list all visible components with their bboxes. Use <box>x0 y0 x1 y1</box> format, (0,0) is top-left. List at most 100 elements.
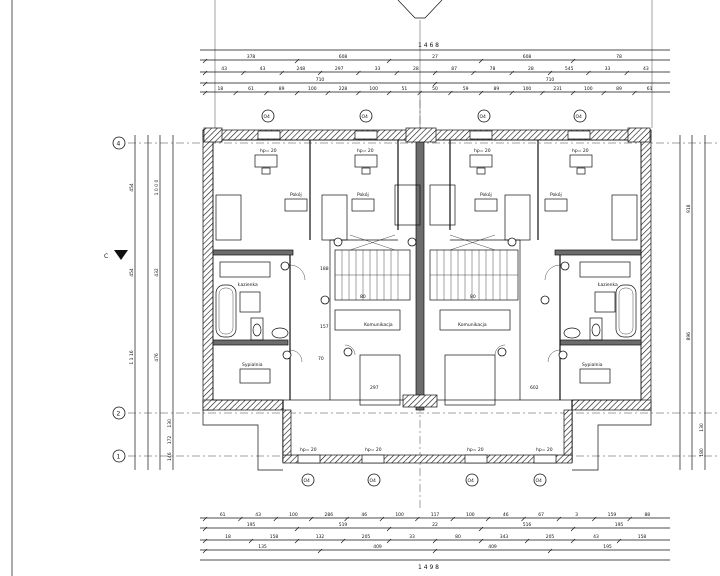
svg-text:O4: O4 <box>536 478 543 484</box>
dim-top-r2: 43 <box>643 66 649 72</box>
svg-text:hp= 20: hp= 20 <box>357 148 374 154</box>
dim-top-r4: 50 <box>432 86 438 92</box>
dimension-tick <box>415 516 420 522</box>
dim-top-r4: 100 <box>308 86 317 92</box>
top-dimension-chains: 1 4 6 8 <box>200 42 670 93</box>
window-tag-4: O4 <box>573 109 587 123</box>
dim-bottom-r3: 343 <box>500 534 509 540</box>
landing-boxes <box>334 309 511 406</box>
dim-bottom-r1: 88 <box>644 512 650 518</box>
dim-top-r4: 100 <box>523 86 532 92</box>
dim-bottom-r2: 195 <box>615 522 624 528</box>
dim-top-r1: 608 <box>523 54 532 60</box>
svg-text:O4: O4 <box>576 114 583 120</box>
dimension-tick <box>570 90 576 96</box>
dimension-tick <box>616 538 622 544</box>
dim-top-r2: 297 <box>335 66 344 72</box>
dimension-tick <box>478 526 484 532</box>
svg-text:O4: O4 <box>468 478 475 484</box>
interior-walls <box>212 140 642 400</box>
dim-top-r1: 608 <box>339 54 348 60</box>
dim-top-r4: 61 <box>647 86 653 92</box>
dim-bottom-r1: 46 <box>503 512 509 518</box>
dim-top-r4: 100 <box>369 86 378 92</box>
dim-bottom-r1: 100 <box>466 512 475 518</box>
bathroom-left <box>215 284 289 341</box>
dim-bottom-r3: 132 <box>316 534 325 540</box>
svg-text:70: 70 <box>318 356 324 362</box>
svg-text:hp= 20: hp= 20 <box>300 447 317 453</box>
dim-top-r4: 231 <box>553 86 562 92</box>
room-label-sypialnia-1: Sypialnia <box>242 362 263 368</box>
dim-bottom-r1: 46 <box>361 512 367 518</box>
dimension-tick <box>485 516 491 522</box>
dimension-tick <box>432 81 438 87</box>
svg-text:O4: O4 <box>362 114 369 120</box>
svg-text:O4: O4 <box>370 478 377 484</box>
dimension-tick <box>386 538 392 544</box>
dim-bottom-r3: 18 <box>225 534 231 540</box>
dimension-tick <box>356 70 361 76</box>
dimension-tick <box>202 526 208 532</box>
dim-top-r2: 28 <box>528 66 534 72</box>
dimension-tick <box>386 58 392 64</box>
svg-text:O4: O4 <box>304 478 311 484</box>
dimension-tick <box>524 538 530 544</box>
dimension-tick <box>317 70 323 76</box>
dim-right: 896 <box>686 332 692 341</box>
svg-text:hp= 20: hp= 20 <box>467 447 484 453</box>
dimension-tick <box>624 70 629 76</box>
window-tag-3: O4 <box>477 109 491 123</box>
dim-left-b: 476 <box>154 353 160 362</box>
dimension-tick <box>202 81 208 87</box>
windows-top <box>257 130 591 140</box>
dim-top-r3: 710 <box>546 77 555 83</box>
svg-text:O4: O4 <box>264 114 271 120</box>
dimension-tick <box>241 70 246 76</box>
axis-bubble-4: 4 <box>112 136 126 150</box>
dimension-tick <box>202 538 208 544</box>
svg-text:297: 297 <box>370 385 379 391</box>
dimension-tick <box>448 90 453 96</box>
dim-bottom-r3: 205 <box>546 534 555 540</box>
dimension-tick <box>344 516 349 522</box>
svg-text:O4: O4 <box>480 114 487 120</box>
dimension-tick <box>432 538 438 544</box>
room-label-lazienka-2: Łazienka <box>597 282 618 288</box>
dim-top-r2: 248 <box>297 66 306 72</box>
dimension-tick <box>248 538 254 544</box>
axis-bubble-2: 2 <box>112 406 126 420</box>
dimension-tick <box>202 58 208 64</box>
dimension-tick <box>202 548 208 554</box>
dimension-tick <box>478 538 484 544</box>
bottom-dimension-chains: 1 4 9 8 <box>200 517 670 571</box>
dim-top-r2: 43 <box>260 66 266 72</box>
dim-left: 454 <box>129 268 135 277</box>
dimension-tick <box>450 516 455 522</box>
room-label-pokoj-2: Pokój <box>357 191 369 198</box>
dim-bottom-r3: 80 <box>455 534 461 540</box>
dim-bottom-r1: 117 <box>431 512 440 518</box>
dimension-tick <box>478 58 484 64</box>
dim-bottom-r4: 135 <box>258 544 267 550</box>
dim-bottom-r1: 286 <box>325 512 334 518</box>
svg-text:1: 1 <box>117 454 121 461</box>
room-label-komunikacja-1: Komunikacja <box>364 322 393 328</box>
dim-bottom-r2: 519 <box>339 522 348 528</box>
dim-bottom-r1: 100 <box>289 512 298 518</box>
dim-left-c: 130 <box>167 419 173 428</box>
dimension-tick <box>386 90 392 96</box>
dim-right-b: 130 <box>699 423 705 432</box>
window-tag-2: O4 <box>359 109 373 123</box>
window-tag-5: O4 <box>301 473 315 487</box>
dimension-tick <box>556 516 562 522</box>
dimension-tick <box>417 90 422 96</box>
dimension-tick <box>592 516 597 522</box>
dim-top-r4: 89 <box>279 86 285 92</box>
dimension-tick <box>478 90 484 96</box>
dim-top-r2: 33 <box>375 66 381 72</box>
svg-text:602: 602 <box>530 385 539 391</box>
dim-bottom-r3: 158 <box>270 534 279 540</box>
dim-top-total: 1 4 6 8 <box>418 42 439 49</box>
dimension-tick <box>325 90 330 96</box>
